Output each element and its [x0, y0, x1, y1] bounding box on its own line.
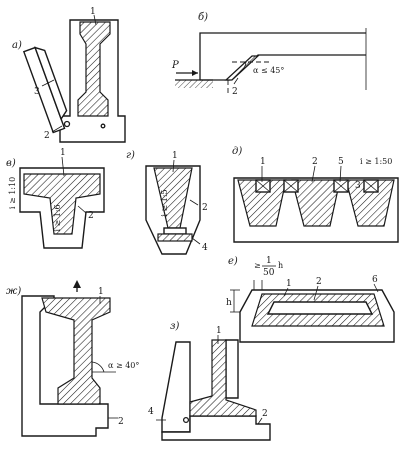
panel-v-product	[23, 173, 101, 235]
panel-a-product	[77, 21, 111, 117]
panel-g-slope: i ≥ 1:5	[160, 189, 169, 216]
panel-g-insert	[163, 227, 187, 235]
panel-zh-letter: ж)	[6, 286, 21, 297]
panel-a-swing-board	[22, 46, 68, 134]
panel-zh-product	[41, 297, 111, 405]
panel-e-frac-suffix: h	[278, 261, 283, 270]
panel-d-slope: i ≥ 1:50	[360, 157, 392, 166]
panel-e-frac-prefix: ≥	[254, 261, 261, 270]
panel-zh-mold	[21, 295, 109, 437]
panel-g-label-4: 4	[202, 243, 208, 253]
panel-z-side-wall	[161, 341, 191, 433]
panel-d-product-2	[291, 179, 341, 227]
panel-e-label-6: 6	[372, 275, 378, 285]
panel-v-slope-inner: i ≥ 1:6	[53, 204, 62, 231]
panel-a: а) 1 3 2	[12, 7, 126, 143]
panel-z-label-1: 1	[216, 326, 222, 336]
panel-b-angle-label: α ≤ 45°	[253, 66, 284, 75]
panel-v-label-2: 2	[88, 211, 94, 221]
panel-v-letter: в)	[6, 158, 16, 169]
panel-v-slope-outer: i ≥ 1:10	[8, 177, 17, 209]
panel-g-letter: г)	[126, 150, 135, 161]
panel-e-frac-num: 1	[266, 256, 272, 266]
panel-b-ground	[175, 80, 213, 88]
panel-d-letter: д)	[232, 146, 242, 157]
panel-g-embedded-part	[157, 233, 193, 242]
panel-b: б) P α ≤ 45° 2	[171, 12, 367, 97]
panel-e-label-1: 1	[286, 279, 292, 289]
panel-d-label-2: 2	[312, 157, 318, 167]
panel-v-label-1: 1	[60, 148, 66, 158]
panel-z-hinge-icon	[182, 416, 190, 424]
panel-e-label-2: 2	[316, 277, 322, 287]
panel-g: г) 1 2 4 i ≥ 1:5	[126, 150, 208, 255]
panel-zh-angle-label: α ≥ 40°	[108, 361, 139, 370]
panel-g-label-1: 1	[172, 151, 178, 161]
panel-v: в) 1 2 i ≥ 1:10 i ≥ 1:6	[6, 148, 105, 249]
panel-a-letter: а)	[12, 40, 22, 51]
panel-zh-label-2: 2	[118, 417, 124, 427]
panel-b-letter: б)	[198, 12, 208, 23]
panel-e-dim-h: h	[226, 298, 232, 308]
panel-z-product	[189, 339, 257, 417]
panel-d-label-1: 1	[260, 157, 266, 167]
panel-e-frac-den: 50	[263, 268, 275, 278]
panel-z: з) 1 4 2	[148, 321, 271, 441]
panel-a-hinge-icon	[63, 120, 71, 128]
panel-z-label-2: 2	[262, 409, 268, 419]
panel-a-bolt-icon	[100, 123, 106, 129]
panel-z-base	[161, 415, 271, 441]
panel-d-label-5: 5	[338, 157, 344, 167]
panel-d-label-3: 3	[355, 181, 361, 191]
panel-g-label-2: 2	[202, 203, 208, 213]
panel-e-core	[266, 301, 374, 315]
panel-z-label-4: 4	[148, 407, 154, 417]
panel-a-label-1: 1	[90, 7, 96, 17]
panel-b-label-2: 2	[232, 87, 238, 97]
panel-z-letter: з)	[170, 321, 179, 332]
panel-zh: ж) 1 α ≥ 40° 2	[6, 280, 139, 437]
panel-z-right-wall	[225, 339, 239, 399]
panel-d-cross-liners	[255, 179, 379, 193]
panel-a-label-2: 2	[44, 131, 50, 141]
panel-e-letter: е)	[228, 256, 238, 267]
panel-d: д) 1 2 5 i ≥ 1:50 3	[232, 146, 399, 243]
panel-e: е) ≥ 1 50 h h 1 2 6	[226, 256, 395, 343]
panel-zh-label-1: 1	[98, 287, 104, 297]
panel-b-force-label: P	[171, 60, 179, 71]
panel-a-label-3: 3	[34, 87, 40, 97]
